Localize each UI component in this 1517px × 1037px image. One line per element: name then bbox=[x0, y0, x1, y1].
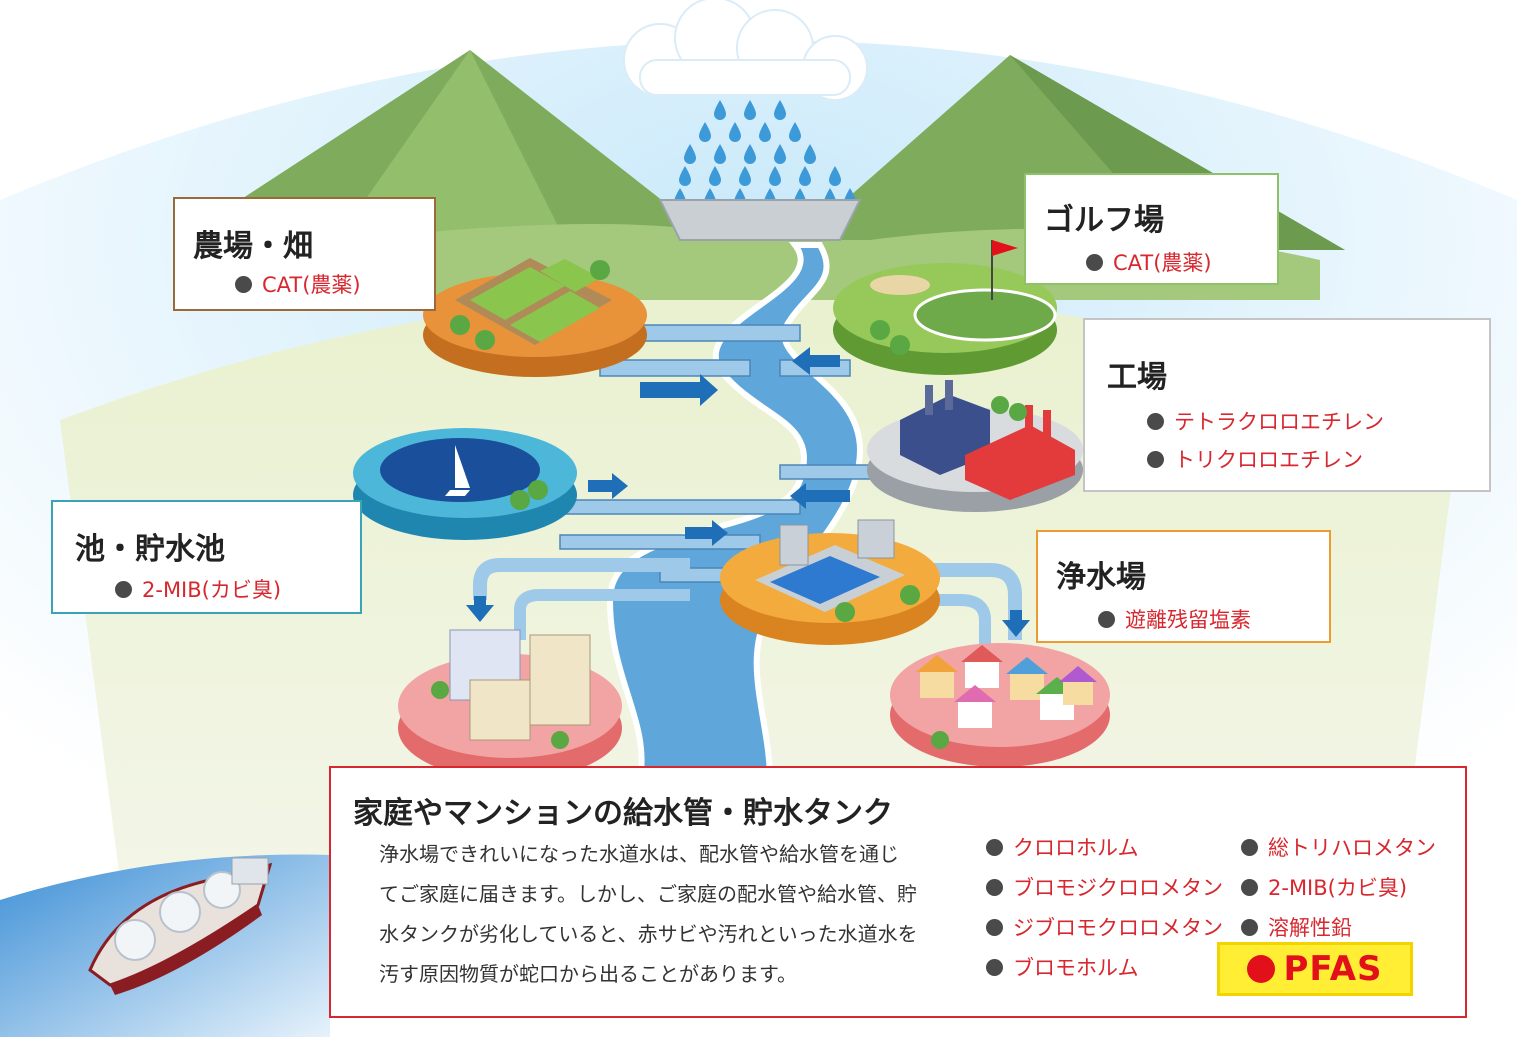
bullet-icon bbox=[115, 580, 132, 598]
houses-illustration bbox=[890, 643, 1110, 767]
farm-label-box: 農場・畑 CAT(農薬) bbox=[173, 197, 436, 311]
factory-illustration bbox=[867, 380, 1083, 512]
golf-contaminant-item: CAT(農薬) bbox=[1086, 247, 1212, 277]
dam bbox=[658, 199, 862, 241]
home-contaminant-item: 溶解性鉛 bbox=[1241, 912, 1352, 942]
home-description-line: 汚す原因物質が蛇口から出ることがあります。 bbox=[379, 962, 797, 986]
water-plant-illustration bbox=[720, 519, 940, 645]
rain-drop bbox=[684, 144, 696, 164]
pfas-label: PFAS bbox=[1283, 949, 1383, 989]
home-label-box: 家庭やマンションの給水管・貯水タンク 浄水場できれいになった水道水は、配水管や給… bbox=[329, 766, 1467, 1018]
rain-drop bbox=[714, 100, 726, 120]
rain-drop bbox=[744, 100, 756, 120]
pond-contaminant-item: 2-MIB(カビ臭) bbox=[115, 574, 281, 604]
water-plant-title: 浄水場 bbox=[1056, 560, 1146, 595]
home-contaminant-item: ブロモホルム bbox=[986, 952, 1139, 982]
pfas-badge: PFAS bbox=[1217, 942, 1413, 996]
rain-drop bbox=[774, 144, 786, 164]
cloud bbox=[623, 0, 868, 101]
home-contaminant-text: クロロホルム bbox=[1013, 836, 1139, 860]
pond-contaminant-text: 2-MIB(カビ臭) bbox=[142, 578, 282, 602]
bullet-icon bbox=[986, 958, 1003, 976]
home-contaminant-text: 2-MIB(カビ臭) bbox=[1268, 876, 1408, 900]
rain-drop bbox=[739, 166, 751, 186]
golf-course-illustration bbox=[833, 240, 1057, 375]
home-contaminant-item: 2-MIB(カビ臭) bbox=[1241, 872, 1407, 902]
home-title: 家庭やマンションの給水管・貯水タンク bbox=[353, 796, 893, 831]
home-contaminant-item: ブロモジクロロメタン bbox=[986, 872, 1223, 902]
bullet-icon bbox=[1086, 253, 1103, 271]
home-contaminant-item: ジブロモクロロメタン bbox=[986, 912, 1223, 942]
rain-drop bbox=[729, 122, 741, 142]
rain-drop bbox=[709, 166, 721, 186]
bullet-icon bbox=[1241, 878, 1258, 896]
bullet-icon bbox=[986, 838, 1003, 856]
rain-drops bbox=[674, 100, 856, 208]
red-dot-icon bbox=[1247, 955, 1276, 983]
home-description: 浄水場できれいになった水道水は、配水管や給水管を通じ てご家庭に届きます。しかし… bbox=[379, 834, 949, 994]
factory-contaminant-item: テトラクロロエチレン bbox=[1147, 406, 1384, 436]
rain-drop bbox=[829, 166, 841, 186]
home-contaminant-text: 溶解性鉛 bbox=[1268, 916, 1352, 940]
pond-title: 池・貯水池 bbox=[75, 532, 225, 567]
farm-contaminant-text: CAT(農薬) bbox=[262, 273, 361, 297]
apartment-buildings-illustration bbox=[398, 629, 622, 780]
factory-label-box: 工場 テトラクロロエチレン トリクロロエチレン bbox=[1083, 318, 1491, 492]
bullet-icon bbox=[1098, 610, 1115, 628]
rain-drop bbox=[714, 144, 726, 164]
pond-label-box: 池・貯水池 2-MIB(カビ臭) bbox=[51, 500, 362, 614]
bullet-icon bbox=[1147, 450, 1164, 468]
factory-contaminant-item: トリクロロエチレン bbox=[1147, 444, 1363, 474]
rain-drop bbox=[699, 122, 711, 142]
home-contaminant-text: ブロモホルム bbox=[1013, 956, 1139, 980]
rain-drop bbox=[744, 144, 756, 164]
rain-drop bbox=[679, 166, 691, 186]
factory-contaminant-text: テトラクロロエチレン bbox=[1174, 410, 1384, 434]
home-description-line: 浄水場できれいになった水道水は、配水管や給水管を通じ bbox=[379, 842, 899, 866]
home-description-line: 水タンクが劣化していると、赤サビや汚れといった水道水を bbox=[379, 922, 918, 946]
bullet-icon bbox=[1147, 412, 1164, 430]
bullet-icon bbox=[986, 918, 1003, 936]
bullet-icon bbox=[235, 275, 252, 293]
lng-tanker-ship bbox=[88, 857, 273, 995]
home-contaminant-item: クロロホルム bbox=[986, 832, 1139, 862]
farm-title: 農場・畑 bbox=[193, 229, 313, 264]
home-contaminant-text: ジブロモクロロメタン bbox=[1013, 916, 1223, 940]
rain-drop bbox=[759, 122, 771, 142]
water-plant-label-box: 浄水場 遊離残留塩素 bbox=[1036, 530, 1331, 643]
golf-label-box: ゴルフ場 CAT(農薬) bbox=[1024, 173, 1279, 285]
bullet-icon bbox=[986, 878, 1003, 896]
flow-arrows bbox=[466, 347, 1030, 637]
water-plant-contaminant-item: 遊離残留塩素 bbox=[1098, 604, 1251, 634]
farm-illustration bbox=[423, 258, 647, 377]
factory-title: 工場 bbox=[1107, 360, 1167, 395]
home-contaminant-text: ブロモジクロロメタン bbox=[1013, 876, 1223, 900]
water-plant-contaminant-text: 遊離残留塩素 bbox=[1125, 608, 1251, 632]
rain-drop bbox=[799, 166, 811, 186]
factory-contaminant-text: トリクロロエチレン bbox=[1174, 448, 1363, 472]
golf-contaminant-text: CAT(農薬) bbox=[1113, 251, 1212, 275]
home-description-line: てご家庭に届きます。しかし、ご家庭の配水管や給水管、貯 bbox=[379, 882, 917, 906]
bullet-icon bbox=[1241, 918, 1258, 936]
bullet-icon bbox=[1241, 838, 1258, 856]
pond-illustration bbox=[353, 428, 577, 540]
home-contaminant-item: 総トリハロメタン bbox=[1241, 832, 1436, 862]
farm-contaminant-item: CAT(農薬) bbox=[235, 269, 361, 299]
rain-drop bbox=[774, 100, 786, 120]
golf-title: ゴルフ場 bbox=[1044, 203, 1164, 238]
rain-drop bbox=[789, 122, 801, 142]
home-contaminant-text: 総トリハロメタン bbox=[1268, 836, 1436, 860]
rain-drop bbox=[804, 144, 816, 164]
rain-drop bbox=[769, 166, 781, 186]
